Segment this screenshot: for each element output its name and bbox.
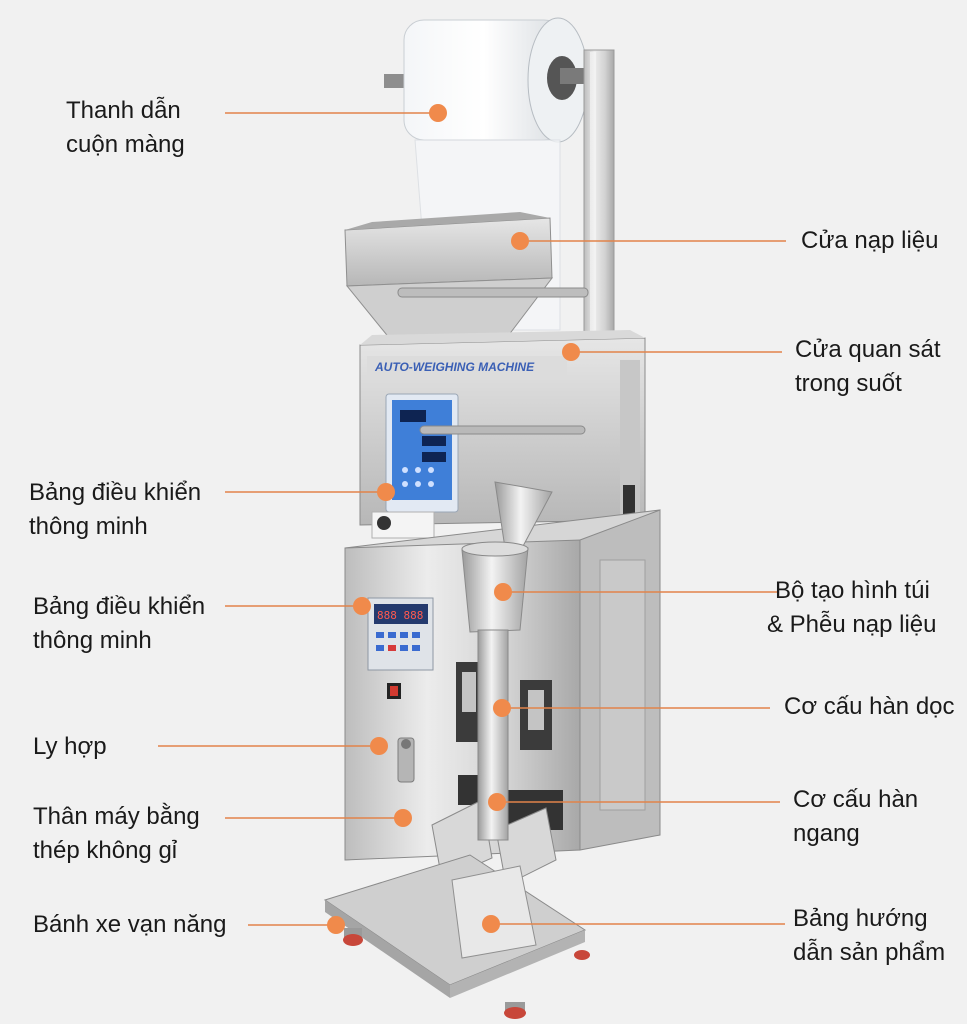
marker-dot-stainless-body	[394, 809, 412, 827]
marker-dot-vertical-sealer	[493, 699, 511, 717]
label-line: Cửa quan sát	[795, 336, 941, 363]
leader-lines	[158, 112, 786, 926]
label-smart-panel-lower: Bảng điều khiển thông minh	[33, 590, 205, 658]
machine-header-text: AUTO-WEIGHING MACHINE	[374, 360, 535, 374]
label-vertical-sealer: Cơ cấu hàn dọc	[784, 690, 955, 724]
label-product-guide: Bảng hướng dẫn sản phẩm	[793, 902, 945, 970]
label-line: cuộn màng	[66, 131, 185, 158]
marker-dot-smart-panel-lower	[353, 597, 371, 615]
label-line: thông minh	[33, 627, 152, 654]
marker-dot-smart-panel-upper	[377, 483, 395, 501]
upper-cabinet: AUTO-WEIGHING MACHINE	[359, 330, 646, 539]
marker-dot-film-roll-shaft	[429, 104, 447, 122]
label-observation-window: Cửa quan sát trong suốt	[795, 333, 941, 401]
label-bag-former-hopper: Bộ tạo hình túi & Phễu nạp liệu	[767, 574, 936, 642]
marker-dot-feed-door	[511, 232, 529, 250]
marker-dot-horizontal-sealer	[488, 793, 506, 811]
label-stainless-body: Thân máy bằng thép không gỉ	[33, 800, 200, 868]
label-line: thép không gỉ	[33, 837, 178, 864]
marker-dot-product-guide	[482, 915, 500, 933]
label-line: Bảng hướng	[793, 905, 928, 932]
label-line: Ly hợp	[33, 733, 107, 760]
marker-dot-clutch	[370, 737, 388, 755]
label-line: Bảng điều khiển	[33, 593, 206, 620]
label-horizontal-sealer: Cơ cấu hàn ngang	[793, 783, 918, 851]
machine-base	[323, 854, 590, 1019]
label-line: Cửa nạp liệu	[801, 227, 939, 254]
label-line: Cơ cấu hàn dọc	[784, 693, 955, 720]
marker-dot-observation-window	[562, 343, 580, 361]
marker-dots	[327, 104, 580, 934]
label-smart-panel-upper: Bảng điều khiển thông minh	[29, 476, 201, 544]
label-feed-door: Cửa nạp liệu	[801, 224, 938, 258]
label-clutch: Ly hợp	[33, 730, 107, 764]
marker-dot-universal-wheel	[327, 916, 345, 934]
label-line: Thân máy bằng	[33, 803, 200, 830]
label-line: Bánh xe vạn năng	[33, 911, 227, 938]
label-line: trong suốt	[795, 370, 902, 397]
label-film-roll-shaft: Thanh dẫn cuộn màng	[66, 94, 185, 162]
label-universal-wheel: Bánh xe vạn năng	[33, 908, 227, 942]
label-line: thông minh	[29, 513, 148, 540]
label-line: Bộ tạo hình túi	[775, 577, 930, 604]
label-line: dẫn sản phẩm	[793, 939, 946, 966]
label-line: Bảng điều khiển	[29, 479, 202, 506]
label-line: Cơ cấu hàn	[793, 786, 919, 813]
label-line: & Phễu nạp liệu	[767, 611, 937, 638]
feed-hopper	[344, 212, 589, 346]
label-line: ngang	[793, 820, 860, 847]
marker-dot-bag-former-hopper	[494, 583, 512, 601]
bag-forming-funnel	[461, 481, 553, 841]
lower-display-text: 888 888	[377, 609, 423, 622]
label-line: Thanh dẫn	[66, 97, 181, 124]
